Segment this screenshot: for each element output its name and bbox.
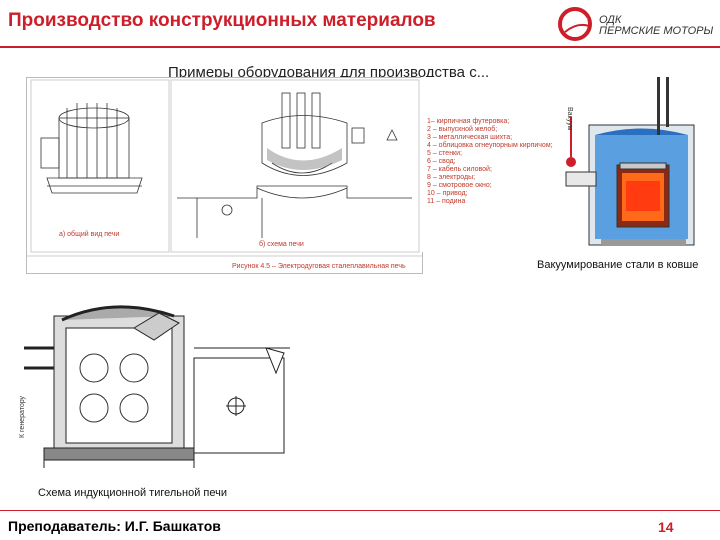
figure-title: Рисунок 4.5 – Электродуговая сталеплавил… bbox=[232, 263, 406, 270]
legend-item: 5 – стенки; bbox=[427, 150, 462, 157]
logo-line1: ОДК bbox=[599, 14, 622, 26]
arc-furnace-drawing: а) общий вид печи б) схема печи Рисунок … bbox=[27, 78, 422, 273]
induction-furnace-figure: К генератору bbox=[14, 288, 304, 488]
induction-furnace-drawing: К генератору bbox=[19, 305, 290, 468]
induction-caption: Схема индукционной тигельной печи bbox=[38, 487, 227, 499]
legend-item: 9 – смотровое окно; bbox=[427, 182, 492, 189]
vacuum-label: Вакуум bbox=[566, 107, 573, 131]
vacuum-figure-panel: 1– кирпичная футеровка; 2 – выпускной же… bbox=[421, 77, 716, 252]
legend-item: 11 – подина bbox=[427, 198, 465, 205]
legend-item: 8 – электроды; bbox=[427, 174, 475, 181]
page-number: 14 bbox=[658, 519, 674, 535]
slide-subtitle: Примеры оборудования для производства с.… bbox=[168, 64, 490, 81]
legend-item: 3 – металлическая шихта; bbox=[427, 134, 512, 141]
company-logo: ОДК ПЕРМСКИЕ МОТОРЫ bbox=[555, 4, 715, 44]
generator-label: К генератору bbox=[19, 395, 26, 438]
vacuum-ladle-drawing: 1– кирпичная футеровка; 2 – выпускной же… bbox=[427, 77, 695, 246]
caption-general-view: а) общий вид печи bbox=[59, 230, 119, 238]
teacher-name: Преподаватель: И.Г. Башкатов bbox=[8, 518, 221, 534]
footer-divider bbox=[0, 510, 720, 511]
legend-item: 2 – выпускной желоб; bbox=[427, 125, 497, 133]
vacuum-caption: Вакуумирование стали в ковше bbox=[537, 259, 699, 271]
vacuum-chamber-icon bbox=[565, 77, 695, 246]
slide-title: Производство конструкционных материалов bbox=[8, 10, 436, 31]
arc-furnace-figure: а) общий вид печи б) схема печи Рисунок … bbox=[26, 77, 423, 274]
legend-item: 1– кирпичная футеровка; bbox=[427, 118, 509, 125]
caption-furnace-scheme: б) схема печи bbox=[259, 240, 304, 248]
logo-emblem-icon bbox=[558, 7, 592, 41]
header-divider bbox=[0, 46, 720, 48]
legend-item: 7 – кабель силовой; bbox=[427, 165, 492, 173]
logo-line2: ПЕРМСКИЕ МОТОРЫ bbox=[599, 25, 714, 37]
legend-item: 4 – облицовка огнеупорным кирпичом; bbox=[427, 141, 553, 149]
slide-header: Производство конструкционных материалов … bbox=[0, 0, 720, 46]
legend-item: 6 – свод; bbox=[427, 158, 456, 165]
legend-item: 10 – привод; bbox=[427, 190, 468, 197]
